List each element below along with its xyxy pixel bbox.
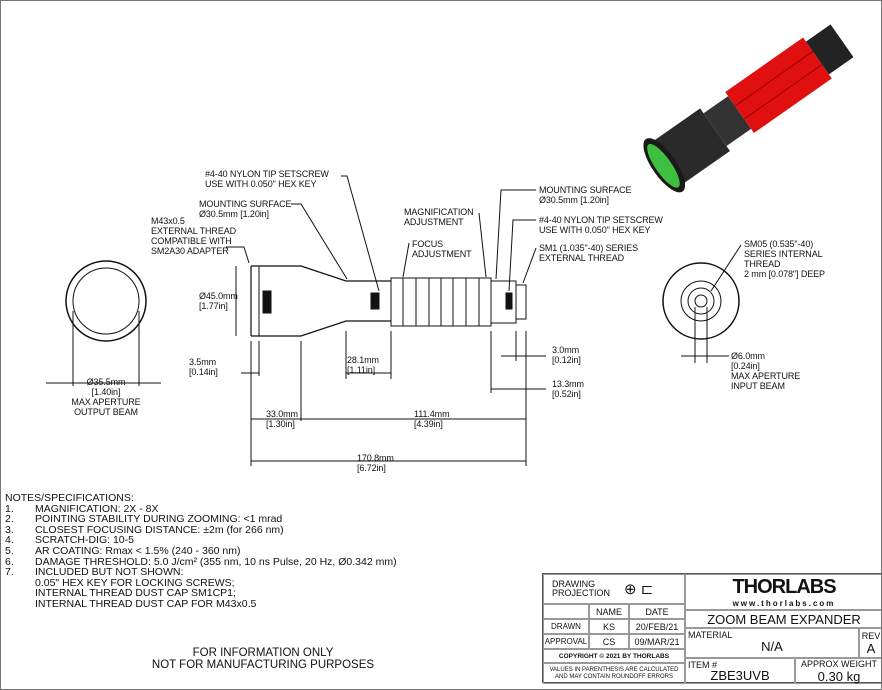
date-header: DATE (629, 604, 685, 619)
dim-170-8: 170.8mm[6.72in] (357, 453, 394, 473)
note-number: 3. (5, 523, 14, 536)
dim-111-4: 111.4mm[4.39in] (414, 409, 450, 429)
note-text: INTERNAL THREAD DUST CAP FOR M43x0.5 (35, 597, 257, 610)
approval-label: APPROVAL (543, 634, 589, 649)
note-number: 1. (5, 502, 14, 515)
item-number: ITEM #ZBE3UVB (685, 658, 795, 684)
note-text: POINTING STABILITY DURING ZOOMING: <1 mr… (35, 513, 283, 526)
drawn-name: KS (589, 619, 629, 634)
note-text: 0.05" HEX KEY FOR LOCKING SCREWS; (35, 576, 235, 589)
note-text: INTERNAL THREAD DUST CAP SM1CP1; (35, 587, 236, 600)
dim-3-0: 3.0mm[0.12in] (552, 345, 581, 365)
note-text: AR COATING: Rmax < 1.5% (240 - 360 nm) (35, 544, 241, 557)
dim-33: 33.0mm[1.30in] (266, 409, 298, 429)
note-item: 3. CLOSEST FOCUSING DISTANCE: ±2m (for 26… (5, 523, 397, 536)
drawn-label: DRAWN (543, 619, 589, 634)
values-note: VALUES IN PARENTHESIS ARE CALCULATED AND… (543, 663, 685, 684)
note-text: SCRATCH-DIG: 10-5 (35, 534, 134, 547)
note-number: 7. (5, 566, 14, 579)
drawn-date: 20/FEB/21 (629, 619, 685, 634)
note-number: 2. (5, 513, 14, 526)
note-item: 7. INCLUDED BUT NOT SHOWN: (5, 567, 397, 578)
note-item: INTERNAL THREAD DUST CAP SM1CP1; (5, 588, 397, 599)
projection-label: DRAWING PROJECTION⊕ ⊏ (543, 574, 685, 604)
dim-45: Ø45.0mm[1.77in] (199, 291, 238, 311)
note-text: CLOSEST FOCUSING DISTANCE: ±2m (for 266 … (35, 523, 284, 536)
note-text: MAGNIFICATION: 2X - 8X (35, 502, 159, 515)
notes-title: NOTES/SPECIFICATIONS: (5, 492, 134, 504)
title-block: DRAWING PROJECTION⊕ ⊏ NAME DATE DRAWN KS… (542, 573, 881, 684)
note-number: 4. (5, 534, 14, 547)
note-item: 1. MAGNIFICATION: 2X - 8X (5, 502, 397, 515)
note-item: 4. SCRATCH-DIG: 10-5 (5, 535, 397, 546)
approval-name: CS (589, 634, 629, 649)
dim-28-1: 28.1mm[1.11in] (347, 355, 379, 375)
note-item: 2. POINTING STABILITY DURING ZOOMING: <1 … (5, 514, 397, 525)
note-number: 5. (5, 544, 14, 557)
note-text: DAMAGE THRESHOLD: 5.0 J/cm² (355 nm, 10 … (35, 555, 397, 568)
note-item: INTERNAL THREAD DUST CAP FOR M43x0.5 (5, 599, 397, 610)
product-render (643, 24, 854, 193)
copyright: COPYRIGHT © 2021 BY THORLABS (543, 649, 685, 663)
drawing-title: ZOOM BEAM EXPANDER (685, 610, 881, 628)
note-text: INCLUDED BUT NOT SHOWN: (35, 566, 184, 579)
note-number: 6. (5, 555, 14, 568)
dim-13-3: 13.3mm[0.52in] (552, 379, 584, 399)
name-header: NAME (589, 604, 629, 619)
note-item: 5. AR COATING: Rmax < 1.5% (240 - 360 nm) (5, 546, 397, 557)
note-item: 6. DAMAGE THRESHOLD: 5.0 J/cm² (355 nm, 1… (5, 555, 397, 568)
note-item: 0.05" HEX KEY FOR LOCKING SCREWS; (5, 576, 397, 589)
approval-date: 09/MAR/21 (629, 634, 685, 649)
dim-3-5: 3.5mm[0.14in] (189, 357, 218, 377)
notes: NOTES/SPECIFICATIONS: 1. MAGNIFICATION: 2… (5, 493, 397, 610)
